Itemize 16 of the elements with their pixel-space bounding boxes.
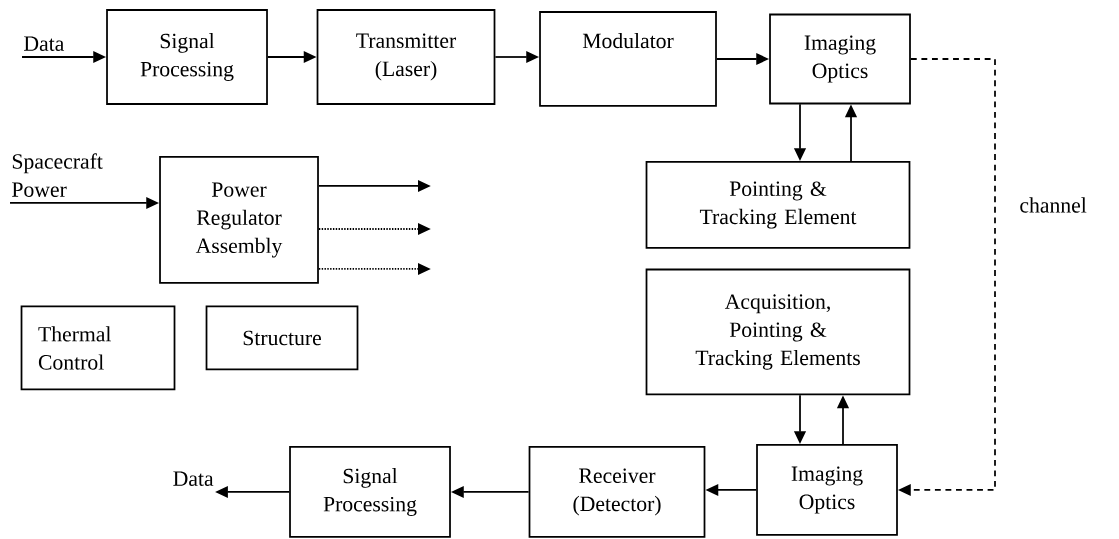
process-box: Acquisition, Pointing & Tracking Elements <box>645 268 911 396</box>
process-box: Signal Processing <box>106 9 268 105</box>
process-box: Imaging Optics <box>756 444 898 536</box>
text-label: Data <box>24 36 65 51</box>
process-box: Signal Processing <box>289 446 451 538</box>
edge-label: channel <box>1018 196 1088 214</box>
process-box: Thermal Control <box>20 305 176 391</box>
text-label: Data <box>173 471 214 486</box>
process-box: Power Regulator Assembly <box>159 156 319 284</box>
text-label: Spacecraft Power <box>12 153 103 197</box>
process-box: Transmitter (Laser) <box>316 9 496 105</box>
process-box: Modulator <box>539 11 717 107</box>
process-box: Receiver (Detector) <box>528 446 706 538</box>
process-box: Imaging Optics <box>769 13 911 105</box>
process-box: Pointing & Tracking Element <box>645 161 911 249</box>
process-box: Structure <box>205 305 359 371</box>
